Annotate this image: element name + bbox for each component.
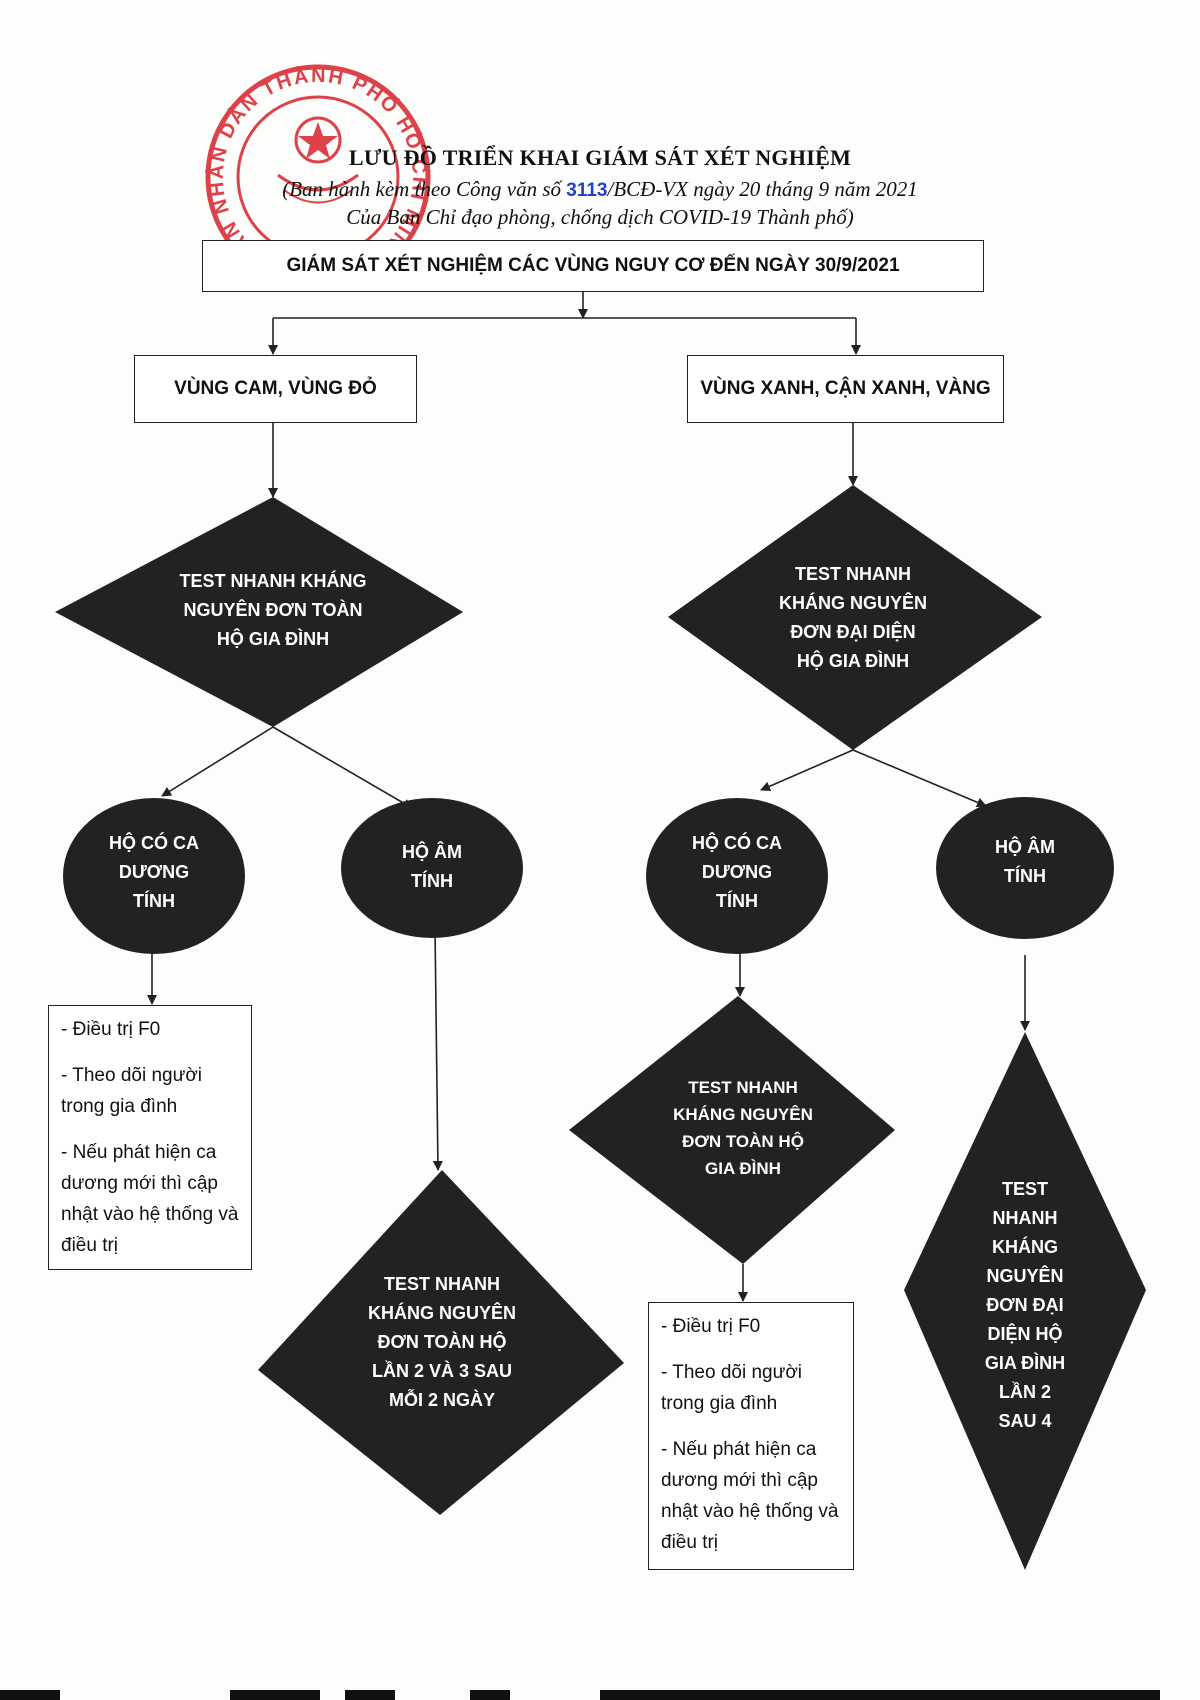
right-test-diamond: [668, 485, 1042, 750]
connector-right-to-positive: [760, 749, 854, 791]
label-line: TEST NHANH: [688, 1078, 798, 1097]
label-line: KHÁNG NGUYÊN: [673, 1105, 813, 1124]
scan-mark: [0, 1690, 60, 1700]
note-item: - Điều trị F0: [661, 1316, 761, 1337]
label-line: TÍNH: [716, 891, 758, 911]
label-line: ĐƠN TOÀN HỘ: [377, 1332, 507, 1352]
document-subtitle-line2: Của Ban Chỉ đạo phòng, chống dịch COVID-…: [346, 205, 854, 229]
left-retest-label: TEST NHANH KHÁNG NGUYÊN ĐƠN TOÀN HỘ LẦN …: [347, 1265, 537, 1420]
top-box: GIÁM SÁT XÉT NGHIỆM CÁC VÙNG NGUY CƠ ĐẾN…: [202, 240, 984, 292]
label-line: HỘ CÓ CA: [692, 833, 782, 853]
right-positive-test-diamond: [569, 996, 895, 1264]
left-negative-ellipse: [341, 798, 523, 938]
left-negative-label: HỘ ÂM TÍNH: [372, 835, 492, 899]
subtitle-suffix: /BCĐ-VX ngày 20 tháng 9 năm 2021: [607, 177, 918, 201]
label-line: NHANH: [992, 1207, 1058, 1228]
note-item: - Theo dõi người trong gia đình: [661, 1362, 803, 1414]
document-subtitle: (Ban hành kèm theo Công văn số 3113/BCĐ-…: [0, 177, 1200, 202]
left-test-diamond: [55, 497, 463, 727]
connector-left-to-negative: [272, 726, 413, 809]
right-retest-diamond: [904, 1032, 1146, 1570]
label-line: KHÁNG NGUYÊN: [778, 592, 927, 613]
right-positive-label: HỘ CÓ CA DƯƠNG TÍNH: [667, 825, 807, 920]
note-item: - Điều trị F0: [61, 1019, 161, 1040]
scan-mark: [345, 1690, 395, 1700]
label-line: NGUYÊN: [986, 1265, 1064, 1286]
label-line: LẦN 2: [998, 1381, 1051, 1402]
label-line: HỘ GIA ĐÌNH: [796, 650, 910, 671]
right-note-box: - Điều trị F0 - Theo dõi người trong gia…: [648, 1302, 854, 1570]
label-line: HỘ GIA ĐÌNH: [216, 628, 330, 649]
document-title: LƯU ĐỒ TRIỂN KHAI GIÁM SÁT XÉT NGHIỆM: [348, 145, 852, 170]
label-line: NGUYÊN ĐƠN TOÀN: [183, 599, 363, 620]
label-line: TEST NHANH: [383, 1274, 500, 1294]
label-line: DƯƠNG: [701, 862, 773, 882]
connector-left-negative-to-retest: [432, 927, 443, 1171]
subtitle-prefix: (Ban hành kèm theo Công văn số: [282, 177, 561, 201]
left-retest-diamond: [258, 1170, 624, 1515]
left-note-box: - Điều trị F0 - Theo dõi người trong gia…: [48, 1005, 252, 1270]
label-line: TÍNH: [411, 871, 453, 891]
label-line: TEST: [1001, 1178, 1048, 1199]
left-diamond-label: TEST NHANH KHÁNG NGUYÊN ĐƠN TOÀN HỘ GIA …: [148, 560, 398, 660]
label-line: ĐƠN ĐẠI: [986, 1294, 1064, 1315]
right-diamond-label: TEST NHANH KHÁNG NGUYÊN ĐƠN ĐẠI DIỆN HỘ …: [733, 555, 973, 680]
note-item: - Theo dõi người trong gia đình: [61, 1065, 203, 1117]
label-line: LẦN 2 VÀ 3 SAU: [371, 1361, 512, 1381]
right-positive-test-label: TEST NHANH KHÁNG NGUYÊN ĐƠN TOÀN HỘ GIA …: [643, 1068, 843, 1188]
connector-right-to-negative: [852, 749, 987, 808]
note-item: - Nếu phát hiện ca dương mới thì cập nhậ…: [61, 1142, 239, 1256]
label-line: HỘ CÓ CA: [109, 833, 199, 853]
label-line: TEST NHANH: [794, 563, 911, 584]
label-line: DIỆN HỘ: [987, 1323, 1063, 1344]
label-line: MỖI 2 NGÀY: [388, 1390, 495, 1410]
label-line: ĐƠN ĐẠI DIỆN: [790, 621, 916, 642]
right-negative-label: HỘ ÂM TÍNH: [965, 830, 1085, 894]
label-line: TÍNH: [1004, 866, 1046, 886]
connector-left-to-positive: [161, 726, 274, 797]
label-line: TEST NHANH KHÁNG: [179, 570, 367, 591]
document-number: 3113: [566, 180, 608, 201]
label-line: HỘ ÂM: [995, 837, 1055, 857]
note-item: - Nếu phát hiện ca dương mới thì cập nhậ…: [661, 1439, 839, 1553]
scan-mark: [600, 1690, 1160, 1700]
right-positive-ellipse: [646, 798, 828, 954]
label-line: SAU 4: [998, 1410, 1052, 1431]
label-line: KHÁNG NGUYÊN: [367, 1303, 516, 1323]
label-line: ĐƠN TOÀN HỘ: [682, 1132, 804, 1151]
label-line: DƯƠNG: [118, 862, 190, 882]
label-line: GIA ĐÌNH: [984, 1352, 1066, 1373]
scan-mark: [470, 1690, 510, 1700]
zone-orange-red-box: VÙNG CAM, VÙNG ĐỎ: [134, 355, 417, 423]
left-positive-ellipse: [63, 798, 245, 954]
right-retest-label: TEST NHANH KHÁNG NGUYÊN ĐƠN ĐẠI DIỆN HỘ …: [960, 1170, 1090, 1440]
scan-bottom-edge: [0, 1684, 1200, 1700]
label-line: TÍNH: [133, 891, 175, 911]
zone-green-yellow-box: VÙNG XANH, CẬN XANH, VÀNG: [687, 355, 1004, 423]
label-line: GIA ĐÌNH: [705, 1159, 781, 1178]
label-line: HỘ ÂM: [402, 842, 462, 862]
left-positive-label: HỘ CÓ CA DƯƠNG TÍNH: [84, 825, 224, 920]
right-negative-ellipse: [936, 797, 1114, 939]
label-line: KHÁNG: [992, 1236, 1058, 1257]
scan-mark: [230, 1690, 320, 1700]
